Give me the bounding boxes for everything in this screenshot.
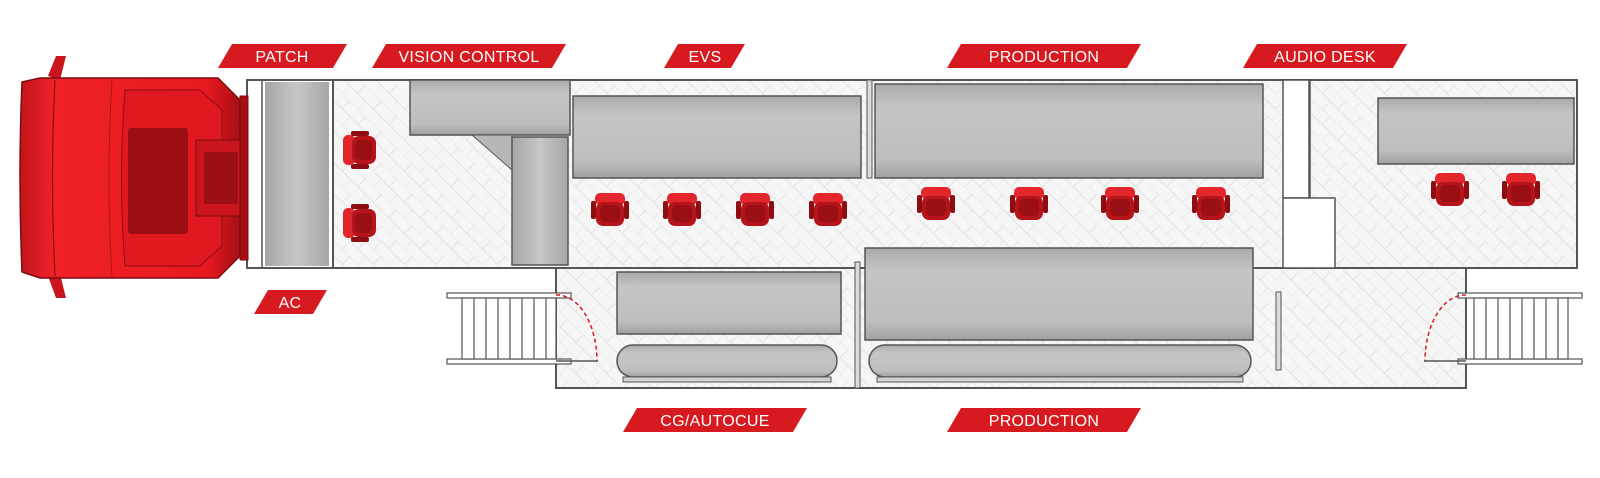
label-evs: EVS <box>664 44 745 68</box>
chair <box>809 193 847 226</box>
entry-stairs-right <box>1457 292 1583 365</box>
chair <box>1010 187 1048 220</box>
chair <box>1101 187 1139 220</box>
audio-desk <box>1377 97 1575 165</box>
chair <box>591 193 629 226</box>
production-desk-lower <box>864 247 1254 341</box>
label-cg-autocue: CG/AUTOCUE <box>623 408 807 432</box>
production-desk-upper <box>874 83 1264 179</box>
chair <box>343 204 376 242</box>
chair <box>663 193 701 226</box>
chair <box>1431 173 1469 206</box>
label-evs-text: EVS <box>689 49 722 66</box>
audio-partition <box>1282 79 1310 199</box>
label-ac-text: AC <box>279 295 302 312</box>
audio-door-frame <box>1282 197 1336 269</box>
production-bench-base <box>876 376 1244 383</box>
mirror-right <box>48 274 66 298</box>
partition-wall <box>1275 291 1282 371</box>
label-vision-control-text: VISION CONTROL <box>398 49 539 66</box>
production-bench <box>868 344 1252 378</box>
desks <box>409 79 1575 383</box>
label-vision-control: VISION CONTROL <box>372 44 566 68</box>
chair <box>343 131 376 169</box>
truck-cab <box>19 56 249 298</box>
partition-wall <box>866 79 873 179</box>
cab-sunroof <box>128 128 188 234</box>
label-production-bottom-text: PRODUCTION <box>989 413 1100 430</box>
patch-rack <box>265 82 329 266</box>
cg-autocue-bench <box>616 344 838 378</box>
chair <box>1502 173 1540 206</box>
mirror-left <box>48 56 66 80</box>
label-audio-desk-text: AUDIO DESK <box>1274 49 1376 66</box>
vision-control-rack <box>511 136 569 266</box>
chair <box>1192 187 1230 220</box>
cg-autocue-bench-base <box>622 376 832 383</box>
label-cg-autocue-text: CG/AUTOCUE <box>660 413 769 430</box>
entry-stairs-left <box>446 292 572 365</box>
label-production-top-text: PRODUCTION <box>989 49 1100 66</box>
label-patch-text: PATCH <box>255 49 308 66</box>
vision-control-desk <box>409 79 571 136</box>
chair <box>917 187 955 220</box>
label-production-top: PRODUCTION <box>947 44 1141 68</box>
cg-autocue-desk <box>616 271 842 335</box>
label-patch: PATCH <box>218 44 347 68</box>
label-production-bottom: PRODUCTION <box>947 408 1141 432</box>
partition-wall <box>854 261 861 389</box>
door-swing-left <box>555 294 598 362</box>
chair <box>736 193 774 226</box>
label-ac: AC <box>254 290 327 314</box>
door-swing-right <box>1424 294 1467 362</box>
evs-desk <box>572 95 862 179</box>
label-audio-desk: AUDIO DESK <box>1243 44 1407 68</box>
